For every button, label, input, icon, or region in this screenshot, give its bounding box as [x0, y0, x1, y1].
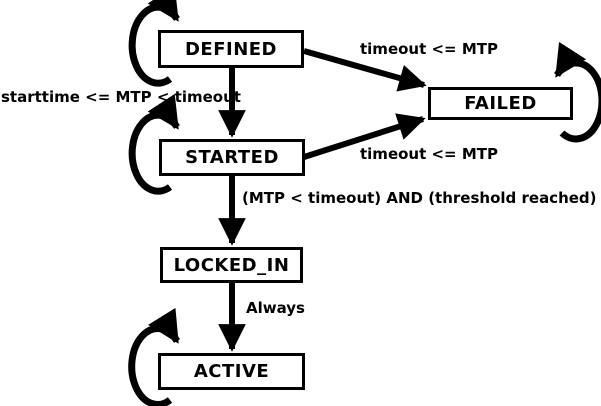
self-loop-failed: [554, 41, 601, 143]
state-box-failed: FAILED: [428, 87, 573, 120]
transition-label-defined-to-started: starttime <= MTP < timeout: [1, 88, 241, 106]
self-loop-defined: [128, 0, 180, 87]
state-box-defined: DEFINED: [158, 30, 304, 68]
state-box-locked-in: LOCKED_IN: [160, 247, 303, 283]
arrow-started-to-failed: [303, 113, 426, 160]
self-loop-started: [128, 93, 180, 195]
state-box-active: ACTIVE: [158, 353, 305, 390]
transition-label-started-to-locked-in: (MTP < timeout) AND (threshold reached): [242, 189, 597, 207]
transition-label-defined-to-failed: timeout <= MTP: [360, 40, 499, 58]
arrow-defined-to-failed: [303, 48, 427, 92]
transition-label-started-to-failed: timeout <= MTP: [360, 145, 499, 163]
state-box-started: STARTED: [159, 139, 305, 176]
self-loop-active: [128, 307, 180, 406]
transition-label-locked-in-to-active: Always: [246, 299, 305, 317]
